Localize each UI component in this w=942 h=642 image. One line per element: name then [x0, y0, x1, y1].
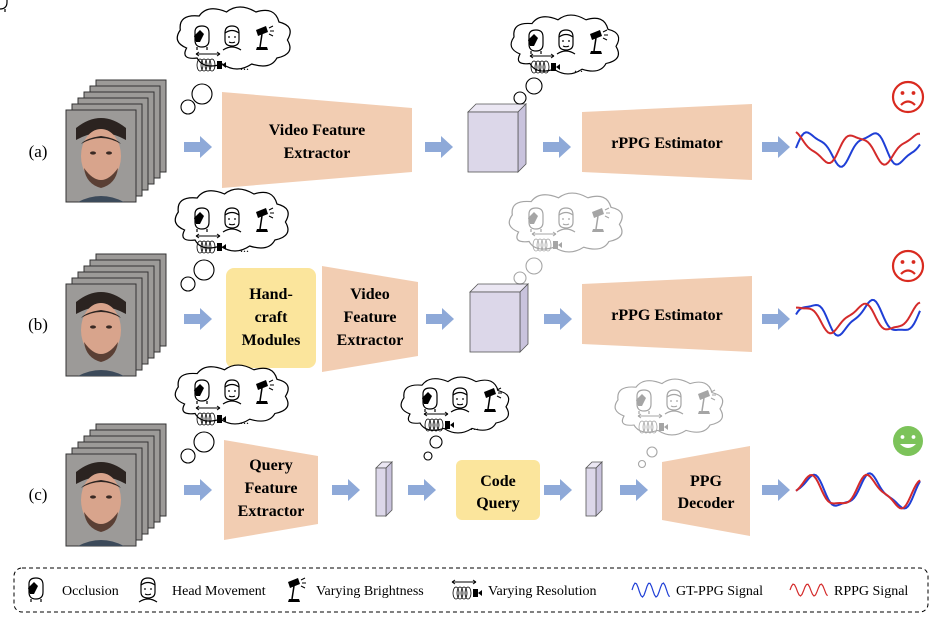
legend: Occlusion Head Movement Varying Brightne…: [0, 0, 929, 613]
row-a-tag: (a): [29, 142, 48, 161]
cloud-ellipsis: ...: [240, 241, 249, 255]
arrow-c5: [620, 479, 648, 501]
arrow-b2: [426, 308, 454, 330]
feature-bar-c1: [375, 461, 393, 517]
cloud-ellipsis: ...: [470, 419, 479, 433]
extractor-a-line2: Extractor: [284, 145, 351, 162]
extractor-a: [222, 92, 412, 188]
feature-bar-c2: [585, 461, 603, 517]
ppg-decoder-line1: PPG: [690, 473, 723, 490]
extractor-b-line2: Feature: [343, 309, 396, 326]
row-a: (a) ... Video Feature Extractor: [29, 6, 925, 203]
arrow-b3: [544, 308, 572, 330]
handcraft-line2: craft: [255, 309, 289, 326]
query-extractor-line1: Query: [249, 457, 293, 474]
thought-cloud-a1: ...: [176, 6, 291, 115]
gt-ppg-legend-swatch: [631, 582, 671, 598]
arrow-c1: [184, 479, 212, 501]
thought-cloud-b2-faded: [508, 192, 623, 285]
arrow-a1: [184, 136, 212, 158]
face-stack-b: [65, 253, 167, 377]
thought-cloud-c2: ...: [400, 376, 510, 461]
legend-occlusion-icon: [0, 0, 8, 13]
row-c-tag: (c): [29, 485, 48, 504]
legend-gt-ppg: GT-PPG Signal: [676, 584, 763, 599]
legend-rppg: RPPG Signal: [834, 584, 908, 599]
legend-varying-brightness: Varying Brightness: [316, 584, 424, 599]
signal-plot-c: [795, 472, 921, 510]
thought-cloud-c1: ...: [174, 364, 289, 464]
sad-face-a: [891, 80, 925, 114]
arrow-c3: [408, 479, 436, 501]
row-c: (c) ... Query Feature Extractor: [29, 364, 923, 547]
rppg-legend-swatch: [789, 583, 828, 597]
legend-occlusion: Occlusion: [62, 584, 119, 599]
face-stack-c: [65, 423, 167, 547]
extractor-b-line1: Video: [350, 286, 389, 303]
cloud-ellipsis: ...: [240, 59, 249, 73]
legend-varying-resolution: Varying Resolution: [488, 584, 597, 599]
arrow-a4: [762, 136, 790, 158]
cloud-ellipsis: ...: [240, 413, 249, 427]
estimator-b: [582, 276, 752, 352]
row-b: (b) ... Hand- craft Modules Video Featur…: [28, 188, 925, 377]
query-extractor-line3: Extractor: [238, 503, 305, 520]
arrow-c2: [332, 479, 360, 501]
thought-cloud-c3-faded: [614, 378, 724, 469]
code-query-c: [456, 460, 540, 520]
feature-cube-b: [469, 283, 529, 353]
arrow-a3: [543, 136, 571, 158]
arrow-b4: [762, 308, 790, 330]
feature-cube-a: [467, 103, 527, 173]
code-query-line2: Query: [476, 495, 520, 512]
estimator-a-label: rPPG Estimator: [611, 135, 723, 152]
handcraft-line3: Modules: [242, 332, 301, 349]
arrow-c6: [762, 479, 790, 501]
cloud-ellipsis: ...: [574, 61, 583, 75]
query-extractor-c: [224, 440, 318, 540]
legend-head-movement: Head Movement: [172, 584, 266, 599]
signal-plot-a: [795, 131, 921, 168]
arrow-b1: [184, 308, 212, 330]
thought-cloud-b1: ...: [174, 188, 289, 292]
happy-face-c: [893, 426, 923, 456]
thought-cloud-a2: ...: [510, 14, 620, 105]
row-b-tag: (b): [28, 315, 48, 334]
extractor-b-line3: Extractor: [337, 332, 404, 349]
ppg-decoder-c: [662, 446, 750, 536]
estimator-b-label: rPPG Estimator: [611, 307, 723, 324]
code-query-line1: Code: [480, 473, 516, 490]
extractor-a-line1: Video Feature: [269, 122, 365, 139]
handcraft-modules-b: [226, 268, 316, 368]
estimator-a: [582, 104, 752, 180]
extractor-b: [322, 266, 418, 372]
sad-face-b: [891, 249, 925, 283]
arrow-a2: [425, 136, 453, 158]
signal-plot-b: [795, 298, 921, 337]
ppg-decoder-line2: Decoder: [678, 495, 735, 512]
face-stack-a: [65, 79, 167, 203]
arrow-c4: [544, 479, 572, 501]
query-extractor-line2: Feature: [244, 480, 297, 497]
handcraft-line1: Hand-: [249, 286, 293, 303]
